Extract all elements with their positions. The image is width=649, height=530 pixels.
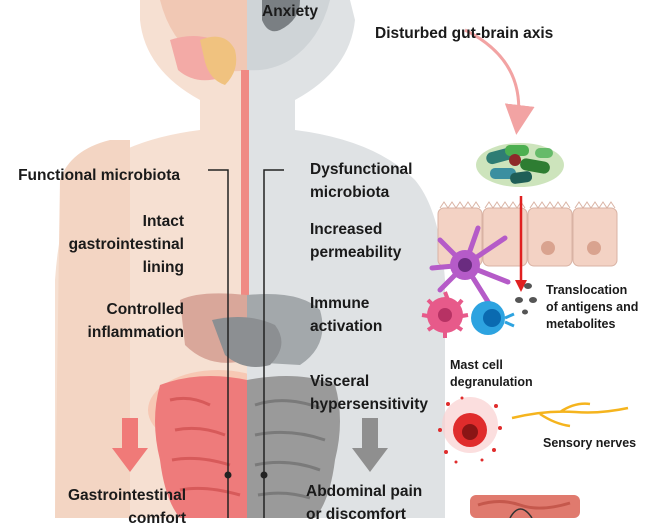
line: Abdominal pain: [306, 483, 423, 500]
bacteria-cluster-icon: [476, 143, 564, 187]
red-arrow-icon: [515, 196, 527, 292]
visceral-hypersensitivity-label: Visceral hypersensitivity: [310, 370, 428, 416]
line: lining: [142, 259, 184, 276]
spiky-cell-icon: [421, 291, 469, 338]
line: inflammation: [87, 324, 184, 341]
line: Visceral: [310, 373, 370, 390]
line: Increased: [310, 221, 383, 238]
gi-comfort-label: Gastrointestinal comfort: [30, 484, 186, 530]
line: hypersensitivity: [310, 396, 429, 413]
brain-stem-icon: [262, 0, 300, 32]
line: Translocation: [546, 283, 628, 297]
lymphocyte-icon: [471, 301, 515, 335]
arrow-down-dysfunction-icon: [352, 418, 388, 472]
anxiety-label: Anxiety: [262, 3, 318, 20]
line: Mast cell: [450, 358, 503, 372]
line: Intact: [142, 213, 184, 230]
increased-permeability-label: Increased permeability: [310, 218, 401, 264]
line: permeability: [310, 244, 402, 261]
abdominal-pain-label: Abdominal pain or discomfort: [306, 480, 422, 526]
gut-brain-diagram: [55, 0, 629, 518]
arrow-down-healthy-icon: [112, 418, 148, 472]
stomach-liver: [180, 293, 323, 368]
line: Gastrointestinal: [68, 487, 186, 504]
salivary-gland-icon: [200, 36, 237, 85]
bracket-healthy: [208, 169, 232, 518]
line: activation: [310, 318, 383, 335]
antigen-particles-icon: [515, 283, 537, 315]
dendritic-cell-icon: [429, 225, 511, 308]
functional-microbiota-label: Functional microbiota: [18, 167, 180, 184]
immune-activation-label: Immune activation: [310, 292, 382, 338]
sensory-nerve-icon: [511, 402, 629, 428]
line: of antigens and: [546, 300, 639, 314]
translocation-label: Translocation of antigens and metabolite…: [546, 282, 638, 333]
line: Immune: [310, 295, 370, 312]
line: gastrointestinal: [68, 236, 184, 253]
sensory-nerves-label: Sensory nerves: [543, 436, 637, 450]
mast-cell-label: Mast cell degranulation: [450, 357, 533, 391]
line: Dysfunctional: [310, 161, 413, 178]
intestine-healthy: [148, 370, 247, 518]
bracket-dysfunction: [260, 169, 284, 518]
line: or discomfort: [306, 506, 406, 523]
gut-brain-axis-label: Disturbed gut-brain axis: [375, 25, 554, 42]
line: degranulation: [450, 375, 533, 389]
intact-lining-label: Intact gastrointestinal lining: [60, 210, 184, 279]
gut-brain-arrow-icon: [464, 28, 535, 135]
brain-region: [160, 0, 330, 85]
line: metabolites: [546, 317, 616, 331]
esophagus: [241, 70, 249, 300]
line: microbiota: [310, 184, 390, 201]
intestine-dysfunction: [247, 376, 340, 518]
controlled-inflammation-label: Controlled inflammation: [60, 298, 184, 344]
inflamed-tissue-icon: [470, 495, 580, 518]
line: comfort: [128, 510, 186, 527]
line: Controlled: [106, 301, 185, 318]
dysfunctional-microbiota-label: Dysfunctional microbiota: [310, 158, 412, 204]
mast-cell-degranulation-icon: [438, 396, 502, 464]
